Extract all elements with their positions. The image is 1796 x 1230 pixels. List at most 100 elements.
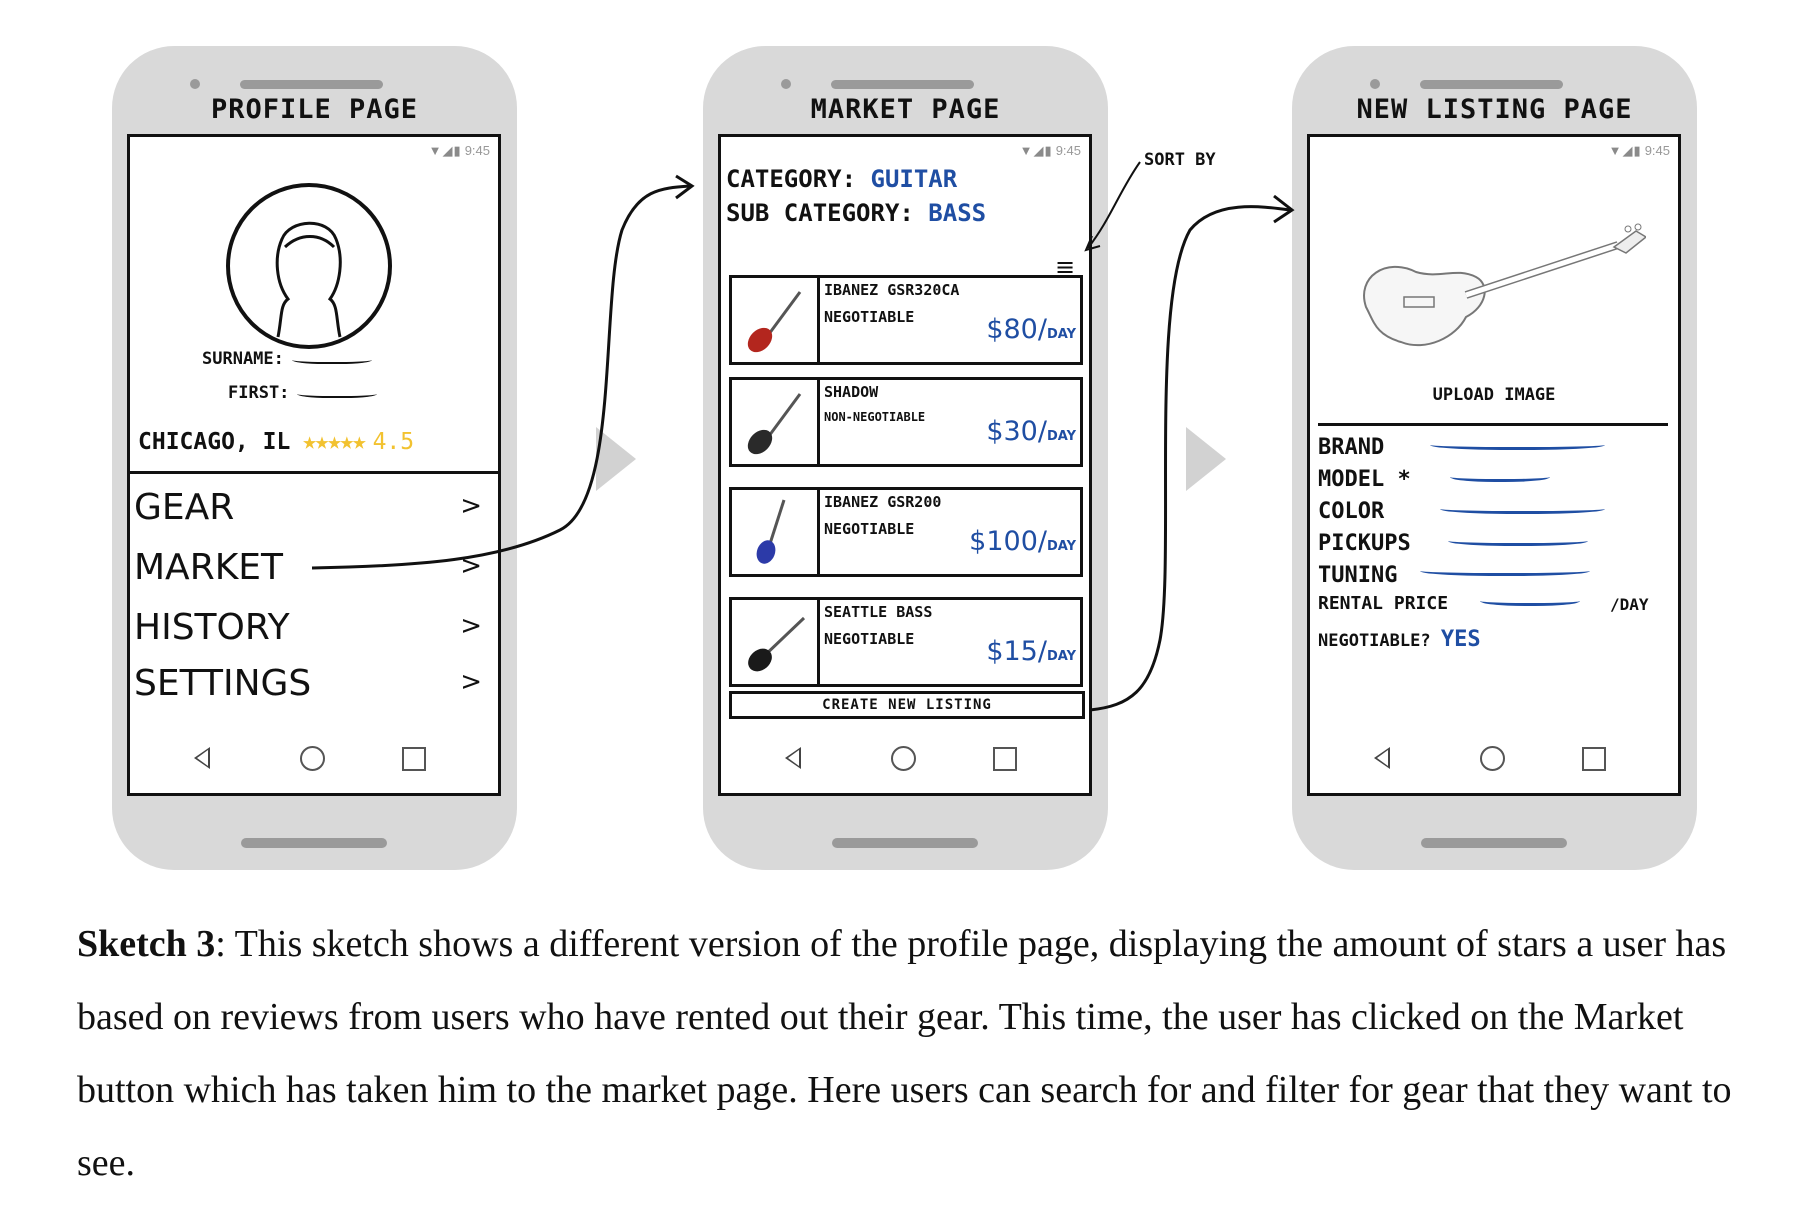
signal-icon: ▼◢▮ xyxy=(428,143,462,158)
status-time: 9:45 xyxy=(1055,143,1081,158)
star-rating-icon: ★★★★★ xyxy=(302,427,366,455)
menu-item-settings[interactable]: SETTINGS > xyxy=(134,663,488,704)
listing-negotiable: NEGOTIABLE xyxy=(824,520,915,538)
phone-chin-bar xyxy=(832,838,978,848)
menu-item-history[interactable]: HISTORY > xyxy=(134,607,488,648)
back-icon[interactable] xyxy=(1374,747,1390,769)
avatar[interactable] xyxy=(226,183,392,349)
field-label: COLOR xyxy=(1318,499,1385,524)
subcategory-value: BASS xyxy=(928,199,987,227)
color-input-scribble xyxy=(1440,503,1605,514)
brand-input-scribble xyxy=(1430,439,1605,450)
listing-price: $15/DAY xyxy=(986,636,1076,667)
recent-apps-icon[interactable] xyxy=(993,747,1017,771)
guitar-thumbnail-icon xyxy=(732,278,820,362)
chevron-right-icon: > xyxy=(460,551,482,581)
field-label: RENTAL PRICE xyxy=(1318,593,1449,614)
model-field[interactable]: MODEL * xyxy=(1318,467,1411,492)
market-phone-frame: MARKET PAGE ▼◢▮9:45 CATEGORY: GUITAR SUB… xyxy=(703,46,1108,870)
caption-text: : This sketch shows a different version … xyxy=(77,923,1732,1184)
flow-play-arrow-icon xyxy=(1186,427,1226,491)
status-bar: ▼◢▮9:45 xyxy=(1020,143,1081,159)
price-value: $100/ xyxy=(969,526,1047,557)
back-icon[interactable] xyxy=(785,747,801,769)
profile-page-title: PROFILE PAGE xyxy=(210,94,419,125)
surname-field: SURNAME: xyxy=(202,349,372,369)
menu-item-gear[interactable]: GEAR> xyxy=(134,487,488,528)
menu-item-label: SETTINGS xyxy=(134,663,312,704)
field-label: BRAND xyxy=(1318,435,1385,460)
field-label: TUNING xyxy=(1318,563,1398,588)
home-icon[interactable] xyxy=(300,746,325,771)
chevron-right-icon: > xyxy=(460,667,482,697)
negotiable-value: YES xyxy=(1440,627,1481,652)
caption-label: Sketch 3 xyxy=(77,923,216,965)
flow-play-arrow-icon xyxy=(596,427,636,491)
listing-name: SEATTLE BASS xyxy=(824,603,933,621)
first-squiggle xyxy=(297,388,378,398)
pickups-field[interactable]: PICKUPS xyxy=(1318,531,1411,556)
model-input-scribble xyxy=(1450,471,1550,482)
menu-item-market[interactable]: MARKET> xyxy=(134,547,488,588)
market-page-title: MARKET PAGE xyxy=(810,94,1001,125)
first-name-field: FIRST: xyxy=(228,383,378,403)
price-unit: DAY xyxy=(1046,539,1076,554)
recent-apps-icon[interactable] xyxy=(402,747,426,771)
arrowhead-icon xyxy=(675,174,695,200)
brand-field[interactable]: BRAND xyxy=(1318,435,1384,460)
subcategory-row[interactable]: SUB CATEGORY: BASS xyxy=(726,199,986,227)
surname-squiggle xyxy=(291,354,372,364)
recent-apps-icon[interactable] xyxy=(1582,747,1606,771)
listing-card[interactable]: IBANEZ GSR200 NEGOTIABLE $100/DAY xyxy=(729,487,1083,577)
bass-guitar-image-icon[interactable] xyxy=(1346,217,1646,367)
rental-price-field[interactable]: RENTAL PRICE xyxy=(1318,593,1448,614)
tuning-field[interactable]: TUNING xyxy=(1318,563,1397,588)
guitar-body xyxy=(747,429,773,455)
back-icon[interactable] xyxy=(194,747,210,769)
field-label: MODEL * xyxy=(1318,467,1411,492)
profile-screen: ▼◢▮9:45 SURNAME: FIRST: CHICAGO, IL★★★★★… xyxy=(127,134,501,796)
listing-card[interactable]: IBANEZ GSR320CA NEGOTIABLE $80/DAY xyxy=(729,275,1083,365)
price-unit: DAY xyxy=(1046,429,1076,444)
home-icon[interactable] xyxy=(1480,746,1505,771)
tuning-input-scribble xyxy=(1420,565,1590,576)
chevron-right-icon: > xyxy=(460,611,482,641)
first-name-label: FIRST: xyxy=(228,383,290,403)
speaker-bar xyxy=(240,80,383,89)
guitar-thumbnail-icon xyxy=(732,490,820,574)
price-value: $80/ xyxy=(986,314,1047,345)
sort-by-annotation: SORT BY xyxy=(1144,150,1216,170)
profile-phone-frame: PROFILE PAGE ▼◢▮9:45 SURNAME: FIRST: CHI… xyxy=(112,46,517,870)
camera-dot xyxy=(190,79,200,89)
guitar-body xyxy=(748,648,772,672)
home-icon[interactable] xyxy=(891,746,916,771)
phone-chin-bar xyxy=(241,838,387,848)
category-label: CATEGORY: xyxy=(726,165,857,193)
listing-screen: ▼◢▮9:45 UPLOAD IMAGE BRAND MODEL * COLOR… xyxy=(1307,134,1681,796)
listing-card[interactable]: SHADOW NON-NEGOTIABLE $30/DAY xyxy=(729,377,1083,467)
negotiable-field[interactable]: NEGOTIABLE? YES xyxy=(1318,627,1481,652)
menu-item-label: HISTORY xyxy=(134,607,290,648)
listing-card[interactable]: SEATTLE BASS NEGOTIABLE $15/DAY xyxy=(729,597,1083,687)
android-nav-bar xyxy=(721,743,1089,775)
signal-icon: ▼◢▮ xyxy=(1608,143,1642,158)
guitar-thumbnail-icon xyxy=(732,380,820,464)
market-screen: ▼◢▮9:45 CATEGORY: GUITAR SUB CATEGORY: B… xyxy=(718,134,1092,796)
listing-price: $100/DAY xyxy=(969,526,1076,557)
price-value: $15/ xyxy=(986,636,1047,667)
listing-negotiable: NEGOTIABLE xyxy=(824,630,915,648)
color-field[interactable]: COLOR xyxy=(1318,499,1384,524)
sort-menu-icon[interactable]: ≡ xyxy=(1055,253,1076,281)
listing-page-title: NEW LISTING PAGE xyxy=(1356,94,1633,125)
status-bar: ▼◢▮9:45 xyxy=(429,143,490,159)
speaker-bar xyxy=(831,80,974,89)
category-row[interactable]: CATEGORY: GUITAR xyxy=(726,165,957,193)
listing-price: $30/DAY xyxy=(986,416,1076,447)
listing-name: SHADOW xyxy=(824,383,879,401)
upload-image-button[interactable]: UPLOAD IMAGE xyxy=(1432,385,1556,405)
create-new-listing-button[interactable]: CREATE NEW LISTING xyxy=(729,691,1085,719)
android-nav-bar xyxy=(1310,743,1678,775)
per-day-suffix: /DAY xyxy=(1610,595,1649,614)
menu-item-label: GEAR xyxy=(134,487,235,528)
listing-negotiable: NON-NEGOTIABLE xyxy=(824,410,926,424)
